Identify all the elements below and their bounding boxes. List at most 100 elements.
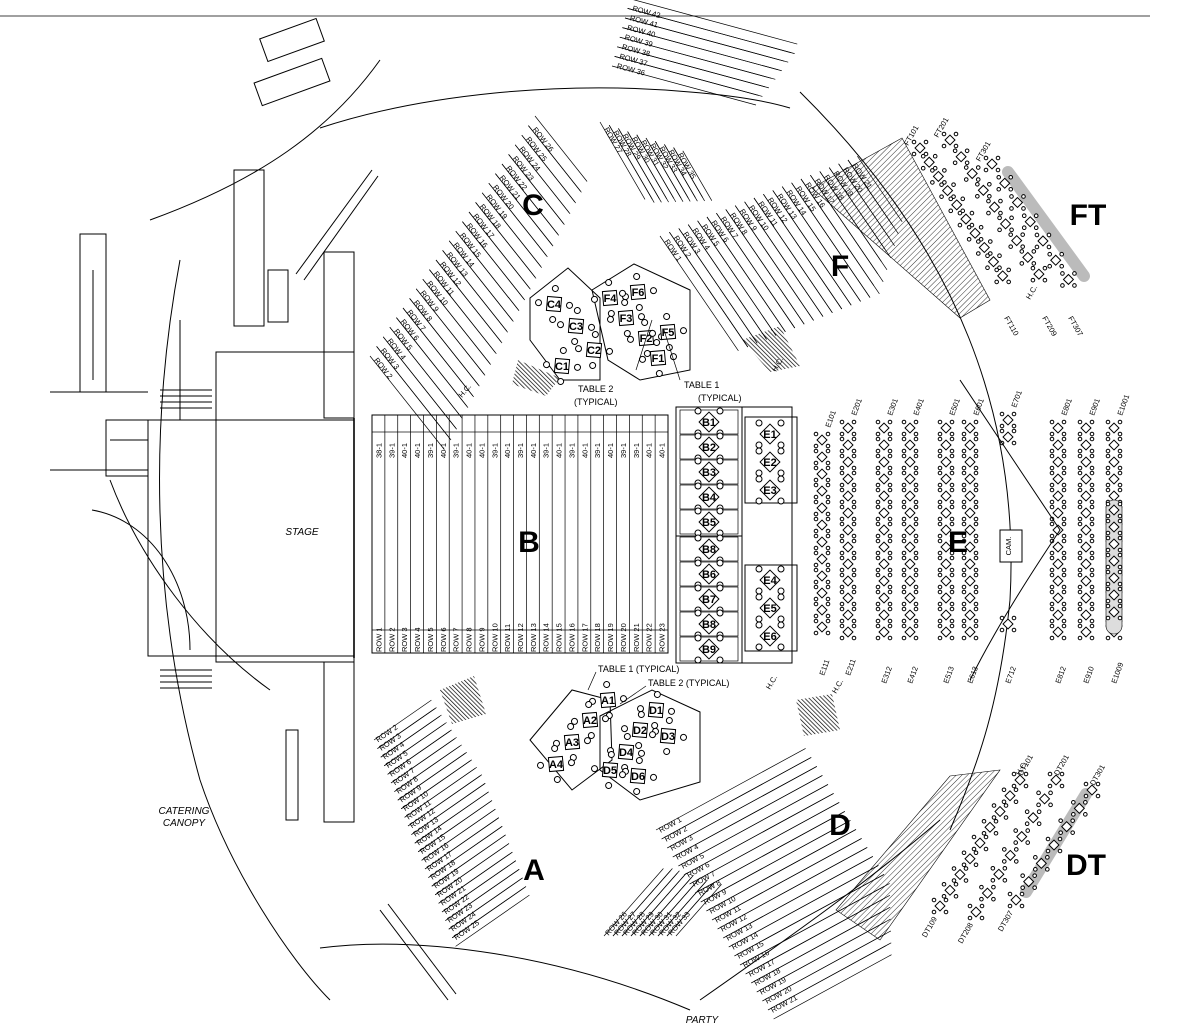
section-b-row[interactable]: ROW 940-1 <box>474 415 488 653</box>
section-e-seat[interactable] <box>1077 606 1095 624</box>
table-a3[interactable]: A3 <box>552 722 591 761</box>
table-a4[interactable]: A4 <box>536 744 575 783</box>
section-dt-seat[interactable] <box>941 881 959 899</box>
section-e-seat[interactable] <box>875 470 893 488</box>
table-c2[interactable]: C2 <box>574 330 613 369</box>
table-d1[interactable]: D1 <box>636 690 675 729</box>
section-e-seat[interactable] <box>1077 555 1095 573</box>
section-e-seat[interactable] <box>839 453 857 471</box>
table-b7[interactable]: B7 <box>694 584 724 614</box>
section-e-seat[interactable] <box>961 453 979 471</box>
section-e-seat[interactable] <box>1105 436 1123 454</box>
section-e-seat[interactable] <box>839 487 857 505</box>
section-dt-seat[interactable] <box>1013 828 1031 845</box>
table-d2[interactable]: D2 <box>620 710 659 749</box>
section-e-seat[interactable] <box>961 538 979 556</box>
section-c-row[interactable]: ROW 4 <box>382 326 463 429</box>
section-e-seat[interactable] <box>1049 623 1067 641</box>
section-e-seat[interactable] <box>1077 623 1095 641</box>
section-e-seat[interactable] <box>813 618 831 636</box>
section-e-seat[interactable] <box>961 470 979 488</box>
section-e-seat[interactable] <box>937 572 955 590</box>
section-e-seat[interactable] <box>1105 535 1123 553</box>
section-b-row[interactable]: ROW 640-1 <box>435 415 450 653</box>
section-e-seat[interactable] <box>901 453 919 471</box>
section-b-row[interactable]: ROW 539-1 <box>423 415 437 653</box>
section-e-seat[interactable] <box>1077 521 1095 539</box>
section-e-seat[interactable] <box>937 623 955 641</box>
section-e-seat[interactable] <box>901 606 919 624</box>
section-e-seat[interactable] <box>901 589 919 607</box>
section-e-seat[interactable] <box>839 555 857 573</box>
section-e-seat[interactable] <box>1105 470 1123 488</box>
section-ft-seat[interactable] <box>983 155 1001 173</box>
section-e-seat[interactable] <box>901 419 919 437</box>
section-dt-seat[interactable] <box>931 897 949 915</box>
section-e-seat[interactable] <box>901 436 919 454</box>
section-e-seat[interactable] <box>1105 603 1123 621</box>
section-e-seat[interactable] <box>839 538 857 556</box>
section-dt-seat[interactable] <box>1033 855 1050 872</box>
table-e3[interactable]: E3 <box>755 475 785 505</box>
table-c1[interactable]: C1 <box>542 346 581 385</box>
section-e-seat[interactable] <box>937 606 955 624</box>
section-e-seat[interactable] <box>961 555 979 573</box>
section-e-seat[interactable] <box>1077 470 1095 488</box>
section-e-seat[interactable] <box>999 428 1017 446</box>
section-e-seat[interactable] <box>901 555 919 573</box>
section-e-seat[interactable] <box>901 470 919 488</box>
section-e-seat[interactable] <box>1049 555 1067 573</box>
section-e-seat[interactable] <box>1049 419 1067 437</box>
section-e-seat[interactable] <box>813 499 831 517</box>
section-e-seat[interactable] <box>1049 487 1067 505</box>
section-e-seat[interactable] <box>937 504 955 522</box>
section-e-seat[interactable] <box>813 584 831 602</box>
section-e-seat[interactable] <box>901 504 919 522</box>
section-ft-seat[interactable] <box>920 153 938 171</box>
table-b3[interactable]: B3 <box>694 457 724 487</box>
section-d-row[interactable]: ROW 2 <box>661 757 817 849</box>
section-e-seat[interactable] <box>961 487 979 505</box>
section-ft-seat[interactable] <box>996 174 1014 192</box>
section-dt-seat[interactable] <box>1045 836 1063 854</box>
section-d-row[interactable]: ROW 3 <box>667 766 823 858</box>
section-e-seat[interactable] <box>961 521 979 539</box>
table-e6[interactable]: E6 <box>755 621 785 651</box>
section-dt-seat[interactable] <box>951 866 969 883</box>
section-e-seat[interactable] <box>901 521 919 539</box>
section-dt-seat[interactable] <box>1036 790 1053 808</box>
section-e-seat[interactable] <box>1105 586 1123 604</box>
section-ft-seat[interactable] <box>1034 232 1052 250</box>
section-ft-seat[interactable] <box>985 253 1002 271</box>
table-f5[interactable]: F5 <box>648 312 687 351</box>
section-e-seat[interactable] <box>937 436 955 454</box>
section-e-seat[interactable] <box>961 572 979 590</box>
section-e-seat[interactable] <box>999 411 1017 429</box>
section-e-seat[interactable] <box>937 589 955 607</box>
section-e-seat[interactable] <box>1049 538 1067 556</box>
table-b4[interactable]: B4 <box>694 482 724 512</box>
section-ft-seat[interactable] <box>997 215 1014 233</box>
section-b-row[interactable]: ROW 138-1 <box>371 415 385 653</box>
section-dt-seat[interactable] <box>1058 818 1075 835</box>
section-d-row[interactable]: ROW 5 <box>678 784 834 876</box>
section-e-seat[interactable] <box>999 615 1017 633</box>
section-ft-seat[interactable] <box>941 131 959 149</box>
section-e-seat[interactable] <box>1077 572 1095 590</box>
table-b2[interactable]: B2 <box>694 432 724 462</box>
section-ft-seat[interactable] <box>911 139 929 157</box>
section-dt-seat[interactable] <box>1047 771 1065 789</box>
section-e-seat[interactable] <box>1105 569 1123 587</box>
section-e-seat[interactable] <box>1049 470 1067 488</box>
section-e-seat[interactable] <box>875 623 893 641</box>
section-e-seat[interactable] <box>839 521 857 539</box>
section-e-seat[interactable] <box>875 606 893 624</box>
table-e2[interactable]: E2 <box>755 447 785 477</box>
section-b-row[interactable]: ROW 239-1 <box>384 415 398 653</box>
section-e-seat[interactable] <box>1105 501 1123 519</box>
section-e-seat[interactable] <box>1077 419 1095 437</box>
section-ft-seat[interactable] <box>975 182 992 199</box>
